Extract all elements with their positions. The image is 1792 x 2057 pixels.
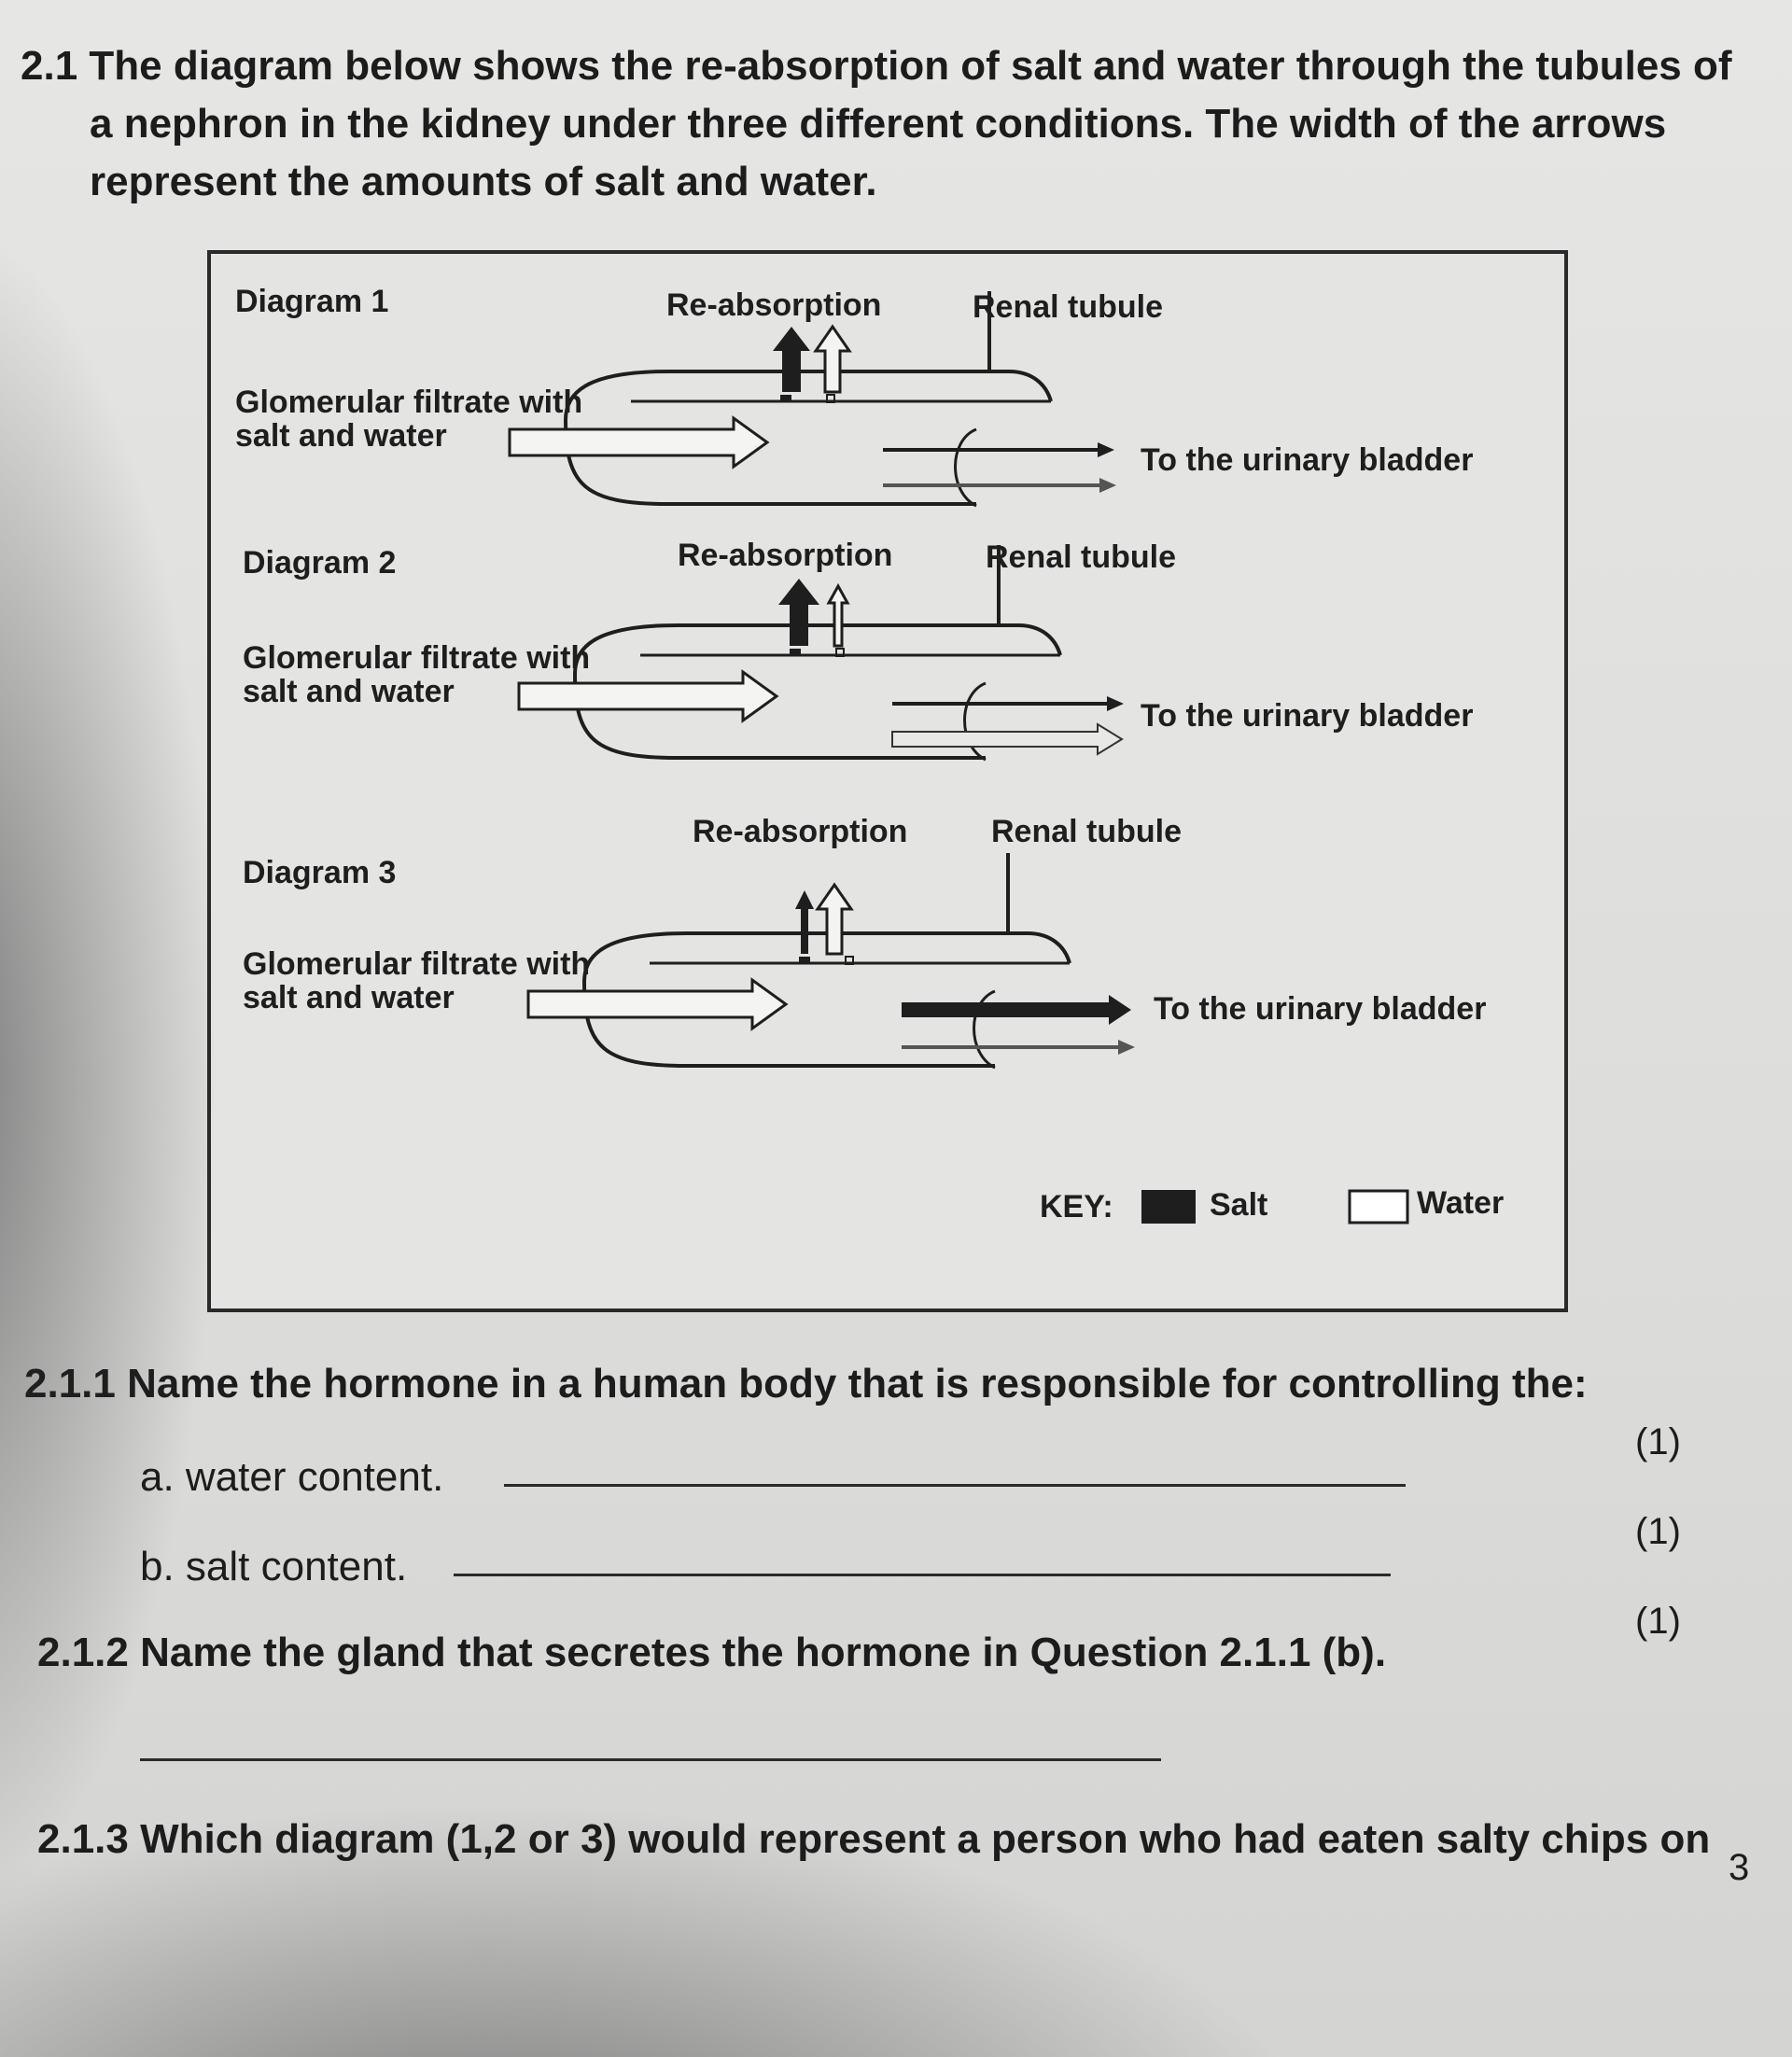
mark-2-1-1-a: (1) xyxy=(1635,1421,1681,1462)
mark-2-1-2: (1) xyxy=(1635,1601,1681,1642)
diagram-2-bladder-label: To the urinary bladder xyxy=(1141,698,1473,734)
diagram-3-title: Diagram 3 xyxy=(243,855,396,890)
diagram-1: Diagram 1 Re-absorption Renal tubule Glo… xyxy=(235,284,1473,508)
diagram-1-bladder-label: To the urinary bladder xyxy=(1141,442,1473,478)
diagram-3-water-reabsorption-arrow xyxy=(815,882,854,956)
diagram-3-filtrate-line-2: salt and water xyxy=(243,980,455,1015)
diagram-2-water-bladder-arrow xyxy=(891,722,1124,756)
answer-line-2-1-1-a[interactable] xyxy=(504,1484,1406,1487)
question-2-1-1-part-b: b. salt content. xyxy=(140,1544,408,1589)
diagram-1-filtrate-line-1: Glomerular filtrate with xyxy=(235,385,582,420)
nephron-diagrams-svg: Diagram 1 Re-absorption Renal tubule Glo… xyxy=(235,284,1504,1224)
diagram-3-water-bladder-arrow xyxy=(902,1040,1135,1055)
diagram-1-salt-reabsorption-arrow xyxy=(773,327,810,392)
diagram-2: Diagram 2 Re-absorption Renal tubule Glo… xyxy=(243,538,1473,762)
page-number: 3 xyxy=(1729,1847,1750,1888)
diagram-2-salt-reabsorption-arrow xyxy=(778,579,819,646)
diagram-2-salt-bladder-arrow xyxy=(892,696,1124,711)
mark-2-1-1-b: (1) xyxy=(1635,1511,1681,1552)
diagram-2-renal-tubule-label: Renal tubule xyxy=(986,539,1176,575)
intro-line-2: a nephron in the kidney under three diff… xyxy=(90,101,1667,147)
diagram-3: Diagram 3 Re-absorption Renal tubule Glo… xyxy=(243,814,1486,1070)
question-2-1-1-stem: 2.1.1 Name the hormone in a human body t… xyxy=(24,1361,1588,1406)
answer-line-2-1-1-b[interactable] xyxy=(454,1574,1391,1576)
diagram-3-reabsorption-label: Re-absorption xyxy=(693,814,907,849)
diagram-1-water-reabsorption-arrow xyxy=(813,324,852,394)
diagram-3-renal-tubule-label: Renal tubule xyxy=(991,814,1182,849)
diagram-3-bladder-label: To the urinary bladder xyxy=(1154,991,1486,1027)
diagram-1-water-bladder-arrow xyxy=(883,478,1116,493)
diagram-2-title: Diagram 2 xyxy=(243,545,396,581)
diagram-1-filtrate-line-2: salt and water xyxy=(235,418,447,454)
diagram-3-salt-reabsorption-arrow xyxy=(795,890,814,954)
question-2-1-2-stem: Name the gland that secretes the hormone… xyxy=(140,1630,1387,1675)
diagram-2-filtrate-line-2: salt and water xyxy=(243,674,455,709)
key-salt-swatch xyxy=(1141,1190,1196,1224)
diagram-key: KEY: Salt Water xyxy=(1040,1185,1504,1224)
key-salt-label: Salt xyxy=(1210,1187,1267,1223)
diagram-1-renal-tubule-label: Renal tubule xyxy=(973,289,1163,325)
diagram-1-title: Diagram 1 xyxy=(235,284,388,319)
diagram-2-filtrate-line-1: Glomerular filtrate with xyxy=(243,640,590,676)
diagram-2-water-reabsorption-arrow xyxy=(826,582,850,648)
answer-line-2-1-2[interactable] xyxy=(140,1758,1161,1761)
intro-line-1: 2.1 The diagram below shows the re-absor… xyxy=(21,43,1732,89)
diagram-3-salt-bladder-arrow xyxy=(902,995,1131,1025)
question-2-1-2-number: 2.1.2 xyxy=(37,1630,129,1675)
diagram-1-salt-bladder-arrow xyxy=(883,442,1114,457)
diagram-1-reabsorption-label: Re-absorption xyxy=(666,287,881,323)
question-2-1-1-part-a: a. water content. xyxy=(140,1454,444,1500)
key-water-swatch xyxy=(1348,1189,1409,1224)
question-2-1-3-stem: 2.1.3 Which diagram (1,2 or 3) would rep… xyxy=(37,1816,1711,1862)
key-label: KEY: xyxy=(1040,1189,1113,1224)
diagram-2-reabsorption-label: Re-absorption xyxy=(678,538,892,573)
key-water-label: Water xyxy=(1417,1185,1504,1221)
nephron-diagram-box: Diagram 1 Re-absorption Renal tubule Glo… xyxy=(207,250,1568,1312)
question-2-1-intro: 2.1 The diagram below shows the re-absor… xyxy=(21,37,1757,211)
question-2-1-2: 2.1.2 Name the gland that secretes the h… xyxy=(37,1624,1386,1682)
intro-line-3: represent the amounts of salt and water. xyxy=(90,159,877,204)
diagram-3-filtrate-line-1: Glomerular filtrate with xyxy=(243,946,590,982)
